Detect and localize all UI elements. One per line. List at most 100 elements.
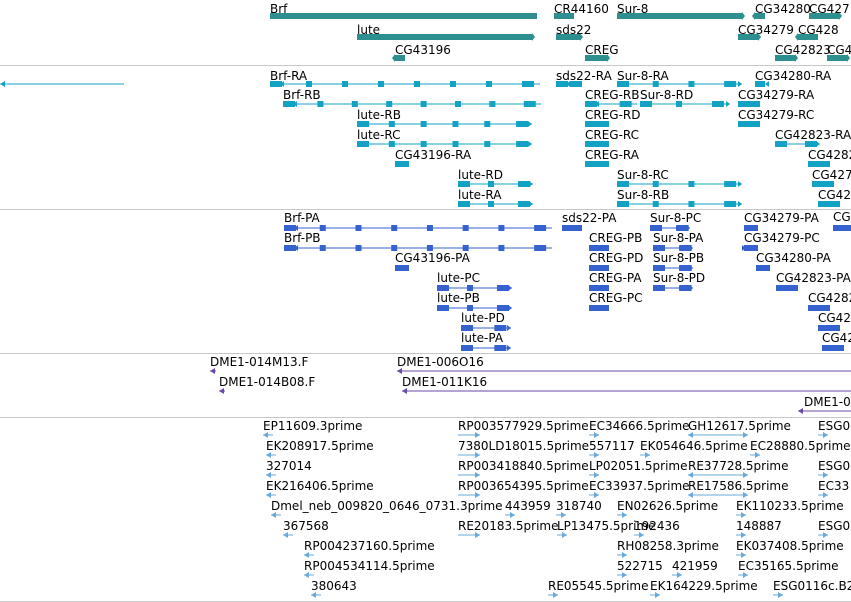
- feature-label-ec33937-5prime[interactable]: EC33937.5prime: [589, 479, 690, 493]
- feature-glyph-557117[interactable]: [589, 451, 599, 459]
- feature-glyph-lute-pc[interactable]: [437, 284, 512, 292]
- feature-glyph-cg42823-pa[interactable]: [776, 284, 798, 292]
- feature-glyph-cg34279-pc[interactable]: [742, 244, 758, 252]
- feature-label-ek037408-5prime[interactable]: EK037408.5prime: [736, 539, 844, 553]
- feature-label-creg-pd[interactable]: CREG-PD: [589, 251, 644, 265]
- feature-glyph-cg34279[interactable]: [738, 33, 761, 41]
- feature-label-318740[interactable]: 318740: [556, 499, 602, 513]
- feature-glyph-sur-8-pc[interactable]: [650, 224, 690, 232]
- feature-label-en02626-5prime[interactable]: EN02626.5prime: [617, 499, 719, 513]
- feature-label-cg34280-pa[interactable]: CG34280-PA: [756, 251, 831, 265]
- feature-glyph-cg[interactable]: [833, 224, 851, 232]
- feature-glyph-148887[interactable]: [736, 531, 746, 539]
- feature-label-esg0[interactable]: ESG0: [818, 419, 851, 433]
- feature-glyph-lute-rd[interactable]: [458, 180, 533, 188]
- feature-label-lute-pc[interactable]: lute-PC: [437, 271, 480, 285]
- feature-label-creg-pc[interactable]: CREG-PC: [589, 291, 643, 305]
- feature-glyph-ek110233-5prime[interactable]: [736, 511, 746, 519]
- feature-glyph-ep11609-3prime[interactable]: [263, 431, 273, 439]
- feature-glyph-esg0116c-b2[interactable]: [773, 591, 783, 599]
- feature-label-lute-pd[interactable]: lute-PD: [461, 311, 505, 325]
- feature-glyph-creg-rb[interactable]: [585, 100, 637, 108]
- feature-label-rh08258-3prime[interactable]: RH08258.3prime: [617, 539, 719, 553]
- feature-glyph-cg34279-ra[interactable]: [738, 100, 760, 108]
- feature-label-cg43196[interactable]: CG43196: [395, 43, 451, 57]
- feature-glyph-ek208917-5prime[interactable]: [266, 451, 276, 459]
- feature-label-cg34279-pc[interactable]: CG34279-PC: [744, 231, 820, 245]
- feature-label-cg42[interactable]: CG42: [822, 331, 851, 345]
- feature-label-ek110233-5prime[interactable]: EK110233.5prime: [736, 499, 844, 513]
- feature-glyph-ec34666-5prime[interactable]: [589, 431, 599, 439]
- feature-glyph-sur-8-rc[interactable]: [617, 180, 742, 188]
- feature-label-sur-8-pc[interactable]: Sur-8-PC: [650, 211, 702, 225]
- feature-label-rp003577929-5prime[interactable]: RP003577929.5prime: [458, 419, 589, 433]
- feature-label-dmel-neb-009820-0646-0731-3prime[interactable]: Dmel_neb_009820_0646_0731.3prime: [271, 499, 503, 513]
- feature-label-ep11609-3prime[interactable]: EP11609.3prime: [263, 419, 363, 433]
- feature-glyph-sur-8-ra[interactable]: [617, 80, 742, 88]
- feature-label-ek208917-5prime[interactable]: EK208917.5prime: [266, 439, 374, 453]
- feature-label-ec33[interactable]: EC33: [818, 479, 850, 493]
- feature-glyph-cg34279-rc[interactable]: [738, 120, 760, 128]
- feature-glyph-cg34280-ra[interactable]: [755, 80, 769, 88]
- feature-glyph-421959[interactable]: [672, 571, 682, 579]
- feature-label-cr44160[interactable]: CR44160: [554, 2, 609, 16]
- feature-glyph-brf-pa[interactable]: [284, 224, 552, 232]
- feature-label-cg4282[interactable]: CG4282: [808, 148, 851, 162]
- feature-label-sur-8-rd[interactable]: Sur-8-RD: [640, 88, 694, 102]
- feature-glyph-367568[interactable]: [283, 531, 293, 539]
- feature-label-lute-rc[interactable]: lute-RC: [357, 128, 401, 142]
- feature-glyph-lute-rb[interactable]: [357, 120, 532, 128]
- feature-label-cg4282[interactable]: CG4282: [808, 291, 851, 305]
- feature-glyph-lute-pd[interactable]: [461, 324, 511, 332]
- feature-label-sur-8-pd[interactable]: Sur-8-PD: [653, 271, 706, 285]
- feature-label-re17586-5prime[interactable]: RE17586.5prime: [688, 479, 789, 493]
- feature-label-brf-ra[interactable]: Brf-RA: [270, 69, 308, 83]
- feature-glyph-sds22-pa[interactable]: [562, 224, 582, 232]
- feature-label-sur-8-rc[interactable]: Sur-8-RC: [617, 168, 669, 182]
- feature-glyph-re05545-5prime[interactable]: [548, 591, 558, 599]
- feature-glyph-ek037408-5prime[interactable]: [736, 551, 746, 559]
- feature-glyph-sur-8-rb[interactable]: [617, 200, 742, 208]
- feature-glyph-cg34279-pa[interactable]: [744, 224, 758, 232]
- feature-glyph-ec28880-5prime[interactable]: [750, 451, 760, 459]
- feature-label-cg34280-ra[interactable]: CG34280-RA: [755, 69, 832, 83]
- feature-label-dme1-01[interactable]: DME1-01: [804, 395, 851, 409]
- feature-glyph-192436[interactable]: [634, 531, 644, 539]
- feature-glyph-cg42[interactable]: [818, 200, 840, 208]
- feature-label-7380ld18015-5prime[interactable]: 7380LD18015.5prime: [458, 439, 590, 453]
- feature-label-rp003418840-5prime[interactable]: RP003418840.5prime: [458, 459, 589, 473]
- feature-glyph-gh12617-5prime[interactable]: [688, 431, 748, 439]
- feature-label-creg[interactable]: CREG: [585, 43, 619, 57]
- feature-label-sur-8-pb[interactable]: Sur-8-PB: [653, 251, 705, 265]
- feature-label-creg-ra[interactable]: CREG-RA: [585, 148, 639, 162]
- feature-label-443959[interactable]: 443959: [505, 499, 551, 513]
- feature-label-creg-pa[interactable]: CREG-PA: [589, 271, 642, 285]
- feature-label-esg0[interactable]: ESG0: [818, 519, 851, 533]
- feature-label-380643[interactable]: 380643: [311, 579, 357, 593]
- feature-glyph-522715[interactable]: [617, 571, 627, 579]
- feature-label-re20183-5prime[interactable]: RE20183.5prime: [458, 519, 559, 533]
- feature-label-cg42823-ra[interactable]: CG42823-RA: [775, 128, 851, 142]
- feature-glyph-cg34280-pa[interactable]: [756, 264, 770, 272]
- feature-label-cg428[interactable]: CG428: [798, 23, 839, 37]
- feature-glyph-brf-rb[interactable]: [283, 100, 541, 108]
- feature-glyph-rp004534114-5prime[interactable]: [304, 571, 314, 579]
- feature-glyph-443959[interactable]: [505, 511, 515, 519]
- feature-label-lute-pa[interactable]: lute-PA: [461, 331, 504, 345]
- feature-label-lute-rb[interactable]: lute-RB: [357, 108, 401, 122]
- feature-glyph-sur-8-pb[interactable]: [653, 264, 693, 272]
- feature-label-522715[interactable]: 522715: [617, 559, 663, 573]
- feature-glyph-cg34280[interactable]: [752, 12, 765, 20]
- feature-label-367568[interactable]: 367568: [283, 519, 329, 533]
- feature-label-brf-pa[interactable]: Brf-PA: [284, 211, 320, 225]
- feature-glyph-327014[interactable]: [266, 471, 276, 479]
- feature-label-rp004237160-5prime[interactable]: RP004237160.5prime: [304, 539, 435, 553]
- feature-label-ec34666-5prime[interactable]: EC34666.5prime: [589, 419, 690, 433]
- feature-glyph-cg427[interactable]: [809, 12, 842, 20]
- feature-label-esg0[interactable]: ESG0: [818, 459, 851, 473]
- feature-glyph-sur-8-rd[interactable]: [640, 100, 730, 108]
- feature-glyph-cg42[interactable]: [822, 344, 844, 352]
- feature-glyph-creg-pb[interactable]: [589, 244, 609, 252]
- feature-label-creg-rd[interactable]: CREG-RD: [585, 108, 641, 122]
- feature-glyph-brf-pb[interactable]: [284, 244, 552, 252]
